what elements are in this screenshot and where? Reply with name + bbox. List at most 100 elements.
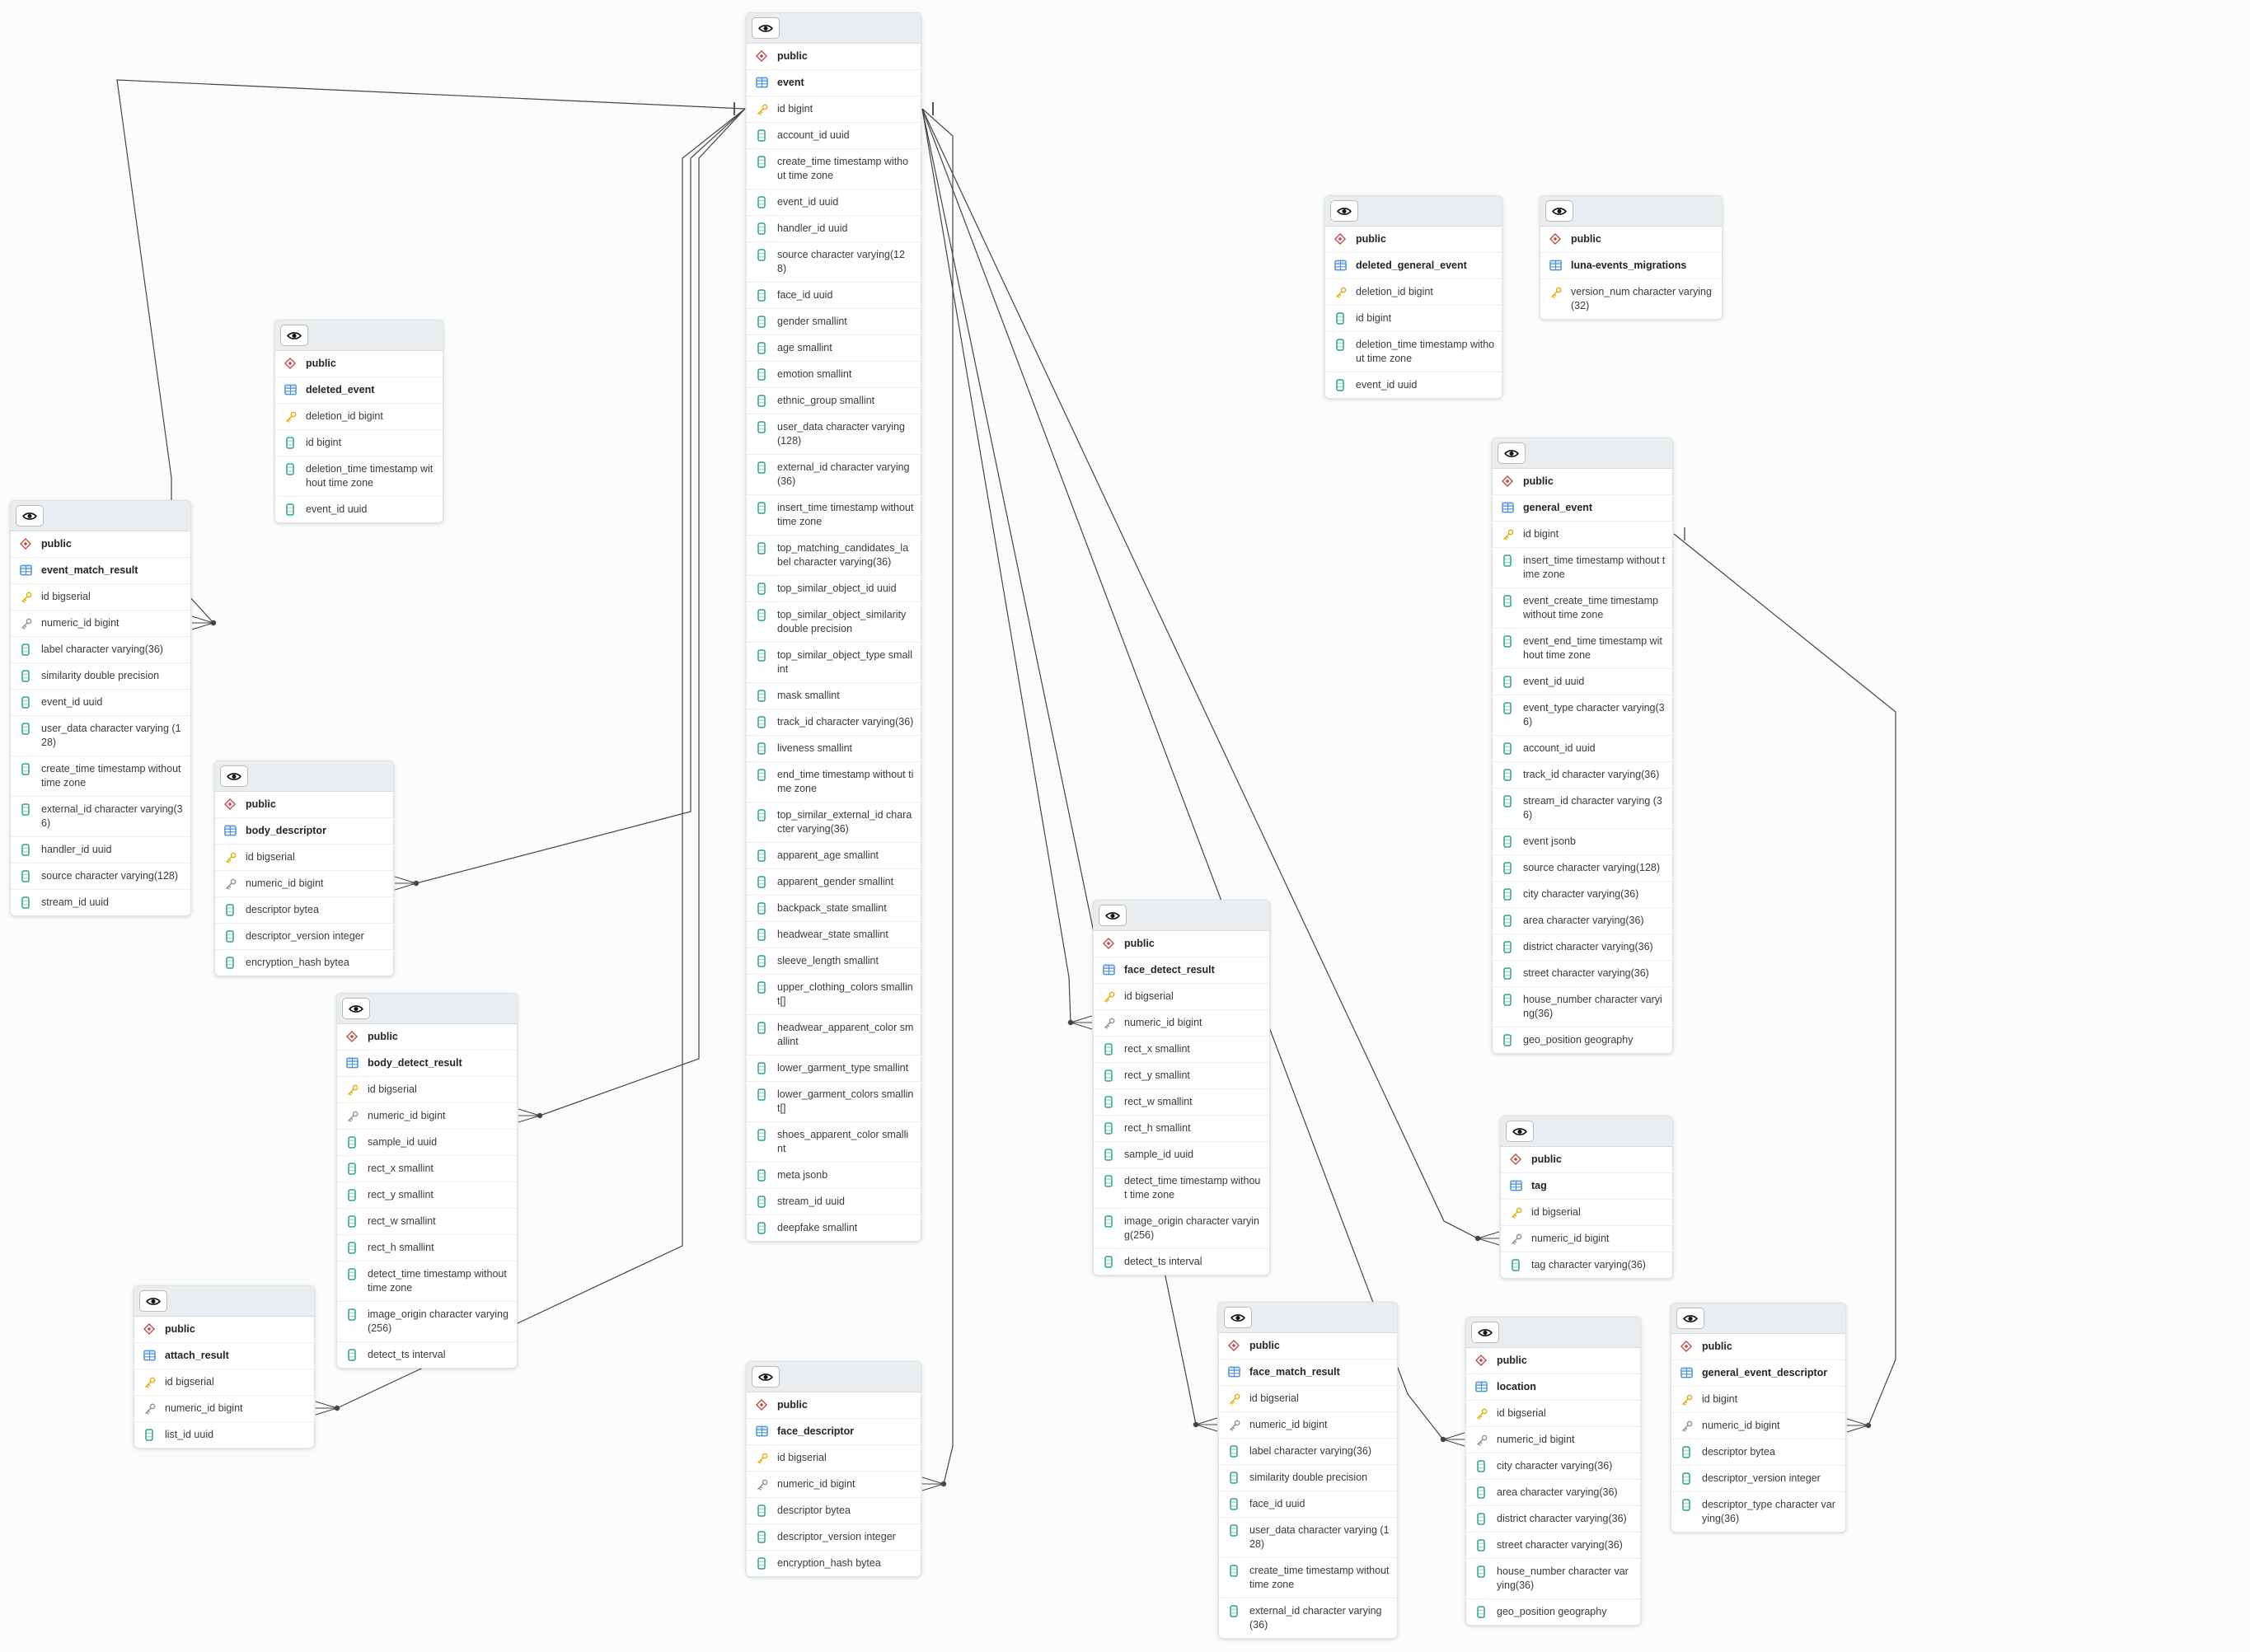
column-row: source character varying(128) — [1493, 855, 1672, 882]
table-name-row: general_event — [1493, 495, 1672, 522]
visibility-toggle-button[interactable] — [220, 765, 248, 787]
column-row: top_matching_candidates_label character … — [747, 536, 921, 576]
column-row-label: geo_position geography — [1523, 1034, 1634, 1046]
column-row: emotion smallint — [747, 362, 921, 388]
column-row: mask smallint — [747, 683, 921, 709]
eye-icon — [758, 24, 773, 32]
visibility-toggle-button[interactable] — [280, 325, 308, 346]
visibility-toggle-button[interactable] — [139, 1290, 167, 1312]
column-row-label: age smallint — [777, 342, 832, 353]
column-row-label: id bigserial — [1124, 990, 1174, 1002]
column-row: id bigserial — [1219, 1386, 1397, 1412]
column-row-label: stream_id uuid — [41, 896, 109, 908]
visibility-toggle-button[interactable] — [1506, 1121, 1534, 1142]
visibility-toggle-button[interactable] — [1545, 200, 1573, 222]
column-icon — [1503, 742, 1512, 755]
eye-icon — [287, 331, 302, 339]
column-row-label: gender smallint — [777, 316, 847, 327]
schema-diamond-icon — [284, 358, 296, 369]
schema-diamond-icon — [1680, 1341, 1692, 1352]
table-name-row-label: body_descriptor — [246, 825, 326, 836]
many-end-dot — [1474, 1235, 1481, 1242]
visibility-toggle-button[interactable] — [752, 17, 780, 39]
visibility-toggle-button[interactable] — [1330, 200, 1358, 222]
column-row-label: face_id uuid — [1249, 1498, 1305, 1509]
column-icon — [757, 316, 766, 328]
column-row-label: id bigserial — [1497, 1407, 1546, 1419]
column-row: rect_w smallint — [1094, 1089, 1269, 1116]
column-row: id bigserial — [747, 1445, 921, 1472]
visibility-toggle-button[interactable] — [1099, 905, 1127, 926]
primary-key-icon — [348, 1084, 359, 1096]
column-icon — [1503, 676, 1512, 688]
column-row: id bigint — [1493, 522, 1672, 548]
column-row-label: rect_h smallint — [368, 1242, 434, 1253]
column-icon — [348, 1189, 356, 1201]
column-icon — [226, 930, 234, 943]
visibility-toggle-button[interactable] — [1224, 1307, 1252, 1328]
schema-row-label: public — [41, 538, 72, 550]
visibility-toggle-button[interactable] — [1676, 1308, 1704, 1329]
visibility-toggle-button[interactable] — [342, 998, 370, 1019]
column-icon — [757, 196, 766, 208]
visibility-toggle-button[interactable] — [1498, 442, 1526, 464]
column-row: detect_ts interval — [1094, 1249, 1269, 1275]
column-icon — [757, 981, 766, 994]
foreign-key-icon — [1477, 1434, 1488, 1446]
column-row: event_id uuid — [1493, 669, 1672, 695]
table-header — [1094, 901, 1269, 931]
table-name-row-label: event_match_result — [41, 564, 138, 576]
schema-diamond-icon — [346, 1031, 358, 1042]
visibility-toggle-button[interactable] — [752, 1366, 780, 1388]
column-row: top_similar_external_id character varyin… — [747, 803, 921, 843]
table-grid-icon — [1510, 1180, 1522, 1191]
visibility-toggle-button[interactable] — [16, 505, 44, 526]
column-row-label: emotion smallint — [777, 368, 852, 380]
schema-row-label: public — [1124, 938, 1155, 949]
table-name-row-label: body_detect_result — [368, 1057, 462, 1069]
eye-icon — [227, 772, 241, 780]
column-icon — [757, 421, 766, 433]
many-end-dot — [1440, 1436, 1446, 1443]
column-row-label: headwear_apparent_color smallint — [777, 1022, 914, 1047]
column-icon — [1477, 1565, 1485, 1578]
column-icon — [757, 742, 766, 755]
visibility-toggle-button[interactable] — [1471, 1322, 1499, 1343]
column-row: sample_id uuid — [337, 1130, 517, 1156]
column-row: label character varying(36) — [1219, 1439, 1397, 1465]
column-row-label: event_create_time timestamp without time… — [1523, 595, 1658, 620]
column-row: numeric_id bigint — [747, 1472, 921, 1498]
column-row: id bigserial — [134, 1369, 314, 1396]
schema-row: public — [1219, 1333, 1397, 1360]
schema-diamond-icon — [1510, 1154, 1521, 1165]
column-row-label: label character varying(36) — [1249, 1445, 1371, 1457]
column-row-label: encryption_hash bytea — [246, 957, 349, 968]
column-icon — [348, 1136, 356, 1149]
table-header — [1466, 1317, 1640, 1348]
column-icon — [21, 896, 30, 909]
table-name-row: event_match_result — [11, 558, 190, 584]
column-row-label: source character varying(128) — [777, 249, 905, 274]
column-icon — [1503, 862, 1512, 874]
column-icon — [1503, 941, 1512, 953]
column-icon — [757, 368, 766, 381]
column-row-label: event_id uuid — [1356, 379, 1418, 391]
schema-row-label: public — [1531, 1154, 1562, 1165]
column-row: encryption_hash bytea — [215, 950, 393, 976]
schema-row: public — [1501, 1147, 1672, 1173]
